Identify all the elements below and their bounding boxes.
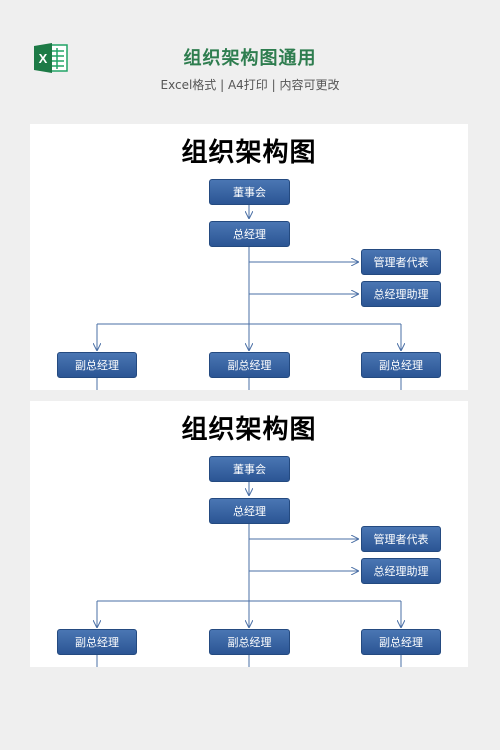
excel-icon: X xyxy=(34,43,68,73)
node-vp-left: 副总经理 xyxy=(57,352,137,378)
node-board: 董事会 xyxy=(209,456,290,482)
header: X 组织架构图通用 Excel格式 | A4打印 | 内容可更改 xyxy=(0,0,500,110)
svg-text:X: X xyxy=(39,51,48,66)
connector-lines xyxy=(30,482,468,667)
node-general-manager: 总经理 xyxy=(209,221,290,247)
node-gm-assistant: 总经理助理 xyxy=(361,281,441,307)
node-management-rep: 管理者代表 xyxy=(361,526,441,552)
node-gm-assistant: 总经理助理 xyxy=(361,558,441,584)
org-chart-sheet-1: 组织架构图 董事会 总经理 管理者代表 总经理助理 副总经理 副总经理 副总经理 xyxy=(30,124,468,390)
node-board: 董事会 xyxy=(209,179,290,205)
org-chart-sheet-2: 组织架构图 董事会 总经理 管理者代表 总经理助理 副总经理 副总经理 副总经理 xyxy=(30,401,468,667)
page-title: 组织架构图通用 xyxy=(183,48,317,69)
node-vp-right: 副总经理 xyxy=(361,352,441,378)
node-general-manager: 总经理 xyxy=(209,498,290,524)
connector-lines xyxy=(30,205,468,390)
node-management-rep: 管理者代表 xyxy=(361,249,441,275)
node-vp-right: 副总经理 xyxy=(361,629,441,655)
node-vp-center: 副总经理 xyxy=(209,629,290,655)
node-vp-left: 副总经理 xyxy=(57,629,137,655)
sheet-title: 组织架构图 xyxy=(181,415,317,445)
sheet-title: 组织架构图 xyxy=(181,138,317,168)
node-vp-center: 副总经理 xyxy=(209,352,290,378)
page-subtitle: Excel格式 | A4打印 | 内容可更改 xyxy=(160,78,340,92)
